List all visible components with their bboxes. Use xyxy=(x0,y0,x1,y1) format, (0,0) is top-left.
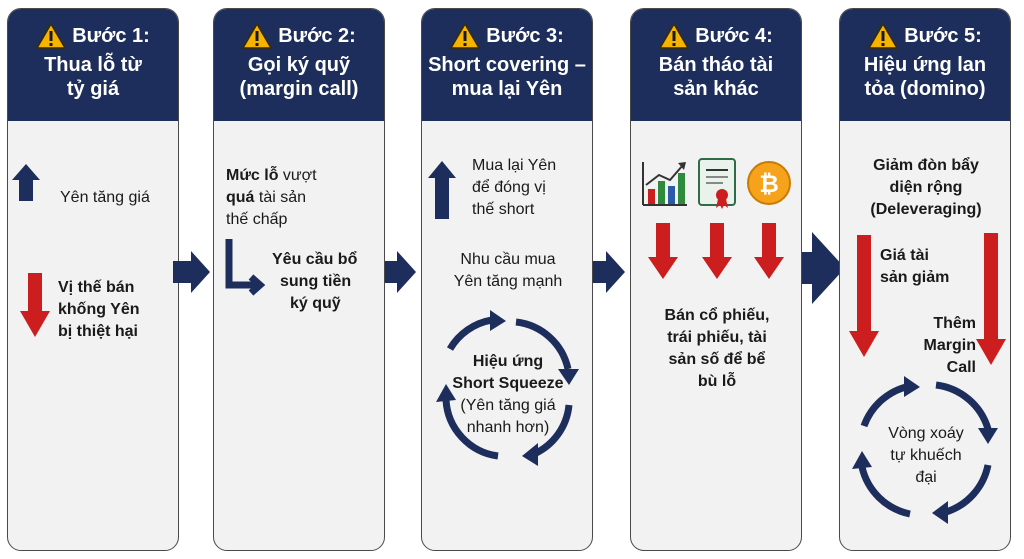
more-margin-line: Call xyxy=(946,359,976,376)
step-title-line: (margin call) xyxy=(239,78,359,100)
margin-demand-line: ký quỹ xyxy=(290,295,341,312)
step-2-header: Bước 2: Gọi ký quỹ (margin call) xyxy=(214,9,384,121)
step-title-line: tỏa (domino) xyxy=(864,78,986,100)
squeeze-note-line: nhanh hơn) xyxy=(466,419,550,436)
more-margin-line: Margin xyxy=(923,337,976,354)
step-label: Bước 3: xyxy=(486,24,564,47)
elbow-arrow-icon xyxy=(225,239,266,296)
step-3-header: Bước 3: Short covering – mua lại Yên xyxy=(422,9,592,121)
flow-arrow-icon xyxy=(588,251,625,293)
cycle-arrows-icon xyxy=(858,381,992,518)
flow-arrow-icon xyxy=(794,232,845,304)
loss-text-line: Vị thế bán xyxy=(58,279,135,296)
price-drop-line: sản giảm xyxy=(880,269,950,286)
short-squeeze-line: Short Squeeze xyxy=(452,375,564,392)
cycle-arrowheads xyxy=(436,310,579,466)
warning-icon xyxy=(450,23,480,49)
step-label: Bước 2: xyxy=(278,24,356,47)
spiral-line: Vòng xoáy xyxy=(888,425,964,442)
step-2-card: Bước 2: Gọi ký quỹ (margin call) Mức lỗ … xyxy=(213,8,385,551)
bond-certificate-icon xyxy=(698,158,736,209)
step-title-line: sản khác xyxy=(673,78,759,100)
warning-icon xyxy=(36,23,66,49)
demand-line: Nhu cầu mua xyxy=(460,251,556,268)
up-arrow-icon xyxy=(12,164,40,201)
step-title-line: Thua lỗ từ xyxy=(44,54,142,76)
loss-exceeds-line-3: thế chấp xyxy=(226,211,288,228)
step-5-card: Bước 5: Hiệu ứng lan tỏa (domino) Giảm đ… xyxy=(839,8,1011,551)
loss-text-line: bị thiệt hại xyxy=(58,323,138,340)
short-squeeze-line: Hiệu ứng xyxy=(472,353,544,370)
down-arrow-icon xyxy=(20,273,50,337)
warning-icon xyxy=(242,23,272,49)
loss-exceeds-line-2: quá tài sản xyxy=(226,189,307,206)
svg-text:₿: ₿ xyxy=(759,171,779,198)
sell-assets-line: Bán cổ phiếu, xyxy=(664,307,770,324)
spiral-line: tự khuếch xyxy=(890,447,962,464)
sell-assets-line: bù lỗ xyxy=(697,373,737,390)
step-label: Bước 1: xyxy=(72,24,150,47)
step-title-line: Bán tháo tài xyxy=(658,54,774,76)
buy-yen-line: để đóng vị xyxy=(472,179,546,196)
loss-text-line: khống Yên xyxy=(58,301,140,318)
stock-chart-icon xyxy=(642,162,687,206)
step-1-card: Bước 1: Thua lỗ từ tỷ giá Yên tăng giá V… xyxy=(7,8,179,551)
step-1-arrows xyxy=(12,164,50,337)
step-label: Bước 5: xyxy=(904,24,982,47)
deleverage-line: diện rộng xyxy=(889,179,963,196)
down-arrow-icon xyxy=(849,235,879,357)
sell-assets-line: sản số để bể xyxy=(668,351,766,368)
margin-demand-line: Yêu cầu bổ xyxy=(272,251,358,268)
yen-rises-text: Yên tăng giá xyxy=(60,189,150,206)
bitcoin-icon: ₿ xyxy=(747,161,791,205)
warning-icon xyxy=(659,23,689,49)
step-2-arrows xyxy=(225,239,266,296)
step-5-header: Bước 5: Hiệu ứng lan tỏa (domino) xyxy=(840,9,1010,121)
step-title-line: tỷ giá xyxy=(66,78,120,100)
cycle-arrowheads xyxy=(852,376,998,524)
step-1-header: Bước 1: Thua lỗ từ tỷ giá xyxy=(8,9,178,121)
step-4-header: Bước 4: Bán tháo tài sản khác xyxy=(631,9,801,121)
step-title-line: Hiệu ứng lan xyxy=(863,54,987,76)
up-arrow-icon xyxy=(428,161,456,219)
squeeze-note-line: (Yên tăng giá xyxy=(460,397,556,414)
cycle-arrows-icon xyxy=(442,316,573,460)
step-5-graphics xyxy=(849,233,1006,524)
buy-yen-line: thế short xyxy=(472,201,535,218)
down-arrow-icon xyxy=(702,223,732,279)
deleverage-line: (Deleveraging) xyxy=(870,201,982,218)
loss-exceeds-line-1: Mức lỗ vượt xyxy=(226,167,317,184)
down-arrow-icon xyxy=(648,223,678,279)
warning-icon xyxy=(868,23,898,49)
down-arrow-icon xyxy=(976,233,1006,365)
step-4-card: Bước 4: Bán tháo tài sản khác ₿ xyxy=(630,8,802,551)
sell-assets-line: trái phiếu, tài xyxy=(667,329,767,346)
buy-yen-line: Mua lại Yên xyxy=(472,157,557,174)
step-3-card: Bước 3: Short covering – mua lại Yên Mua… xyxy=(421,8,593,551)
step-title-line: mua lại Yên xyxy=(451,78,563,100)
step-label: Bước 4: xyxy=(695,24,773,47)
step-title-line: Short covering – xyxy=(428,54,586,76)
spiral-line: đại xyxy=(915,469,937,486)
step-3-graphics xyxy=(428,161,579,466)
price-drop-line: Giá tài xyxy=(880,247,929,264)
step-title-line: Gọi ký quỹ xyxy=(247,54,351,76)
deleverage-line: Giảm đòn bẩy xyxy=(873,157,979,174)
step-4-graphics: ₿ xyxy=(642,158,791,279)
flow-arrow-icon xyxy=(379,251,416,293)
down-arrow-icon xyxy=(754,223,784,279)
flow-arrow-icon xyxy=(173,251,210,293)
margin-demand-line: sung tiền xyxy=(280,273,352,290)
more-margin-line: Thêm xyxy=(933,315,976,332)
demand-line: Yên tăng mạnh xyxy=(453,273,563,290)
